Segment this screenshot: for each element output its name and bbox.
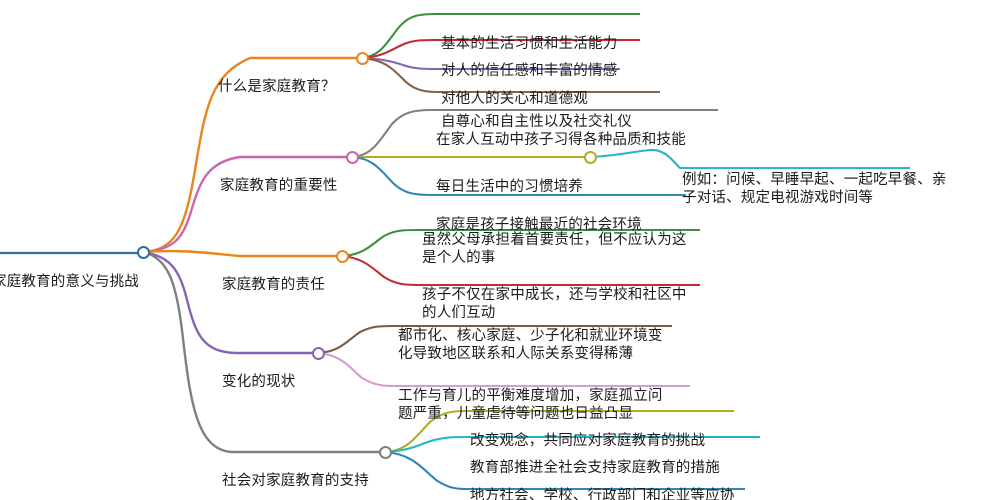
leaf-node-b1-c2[interactable]: 对人的信任感和丰富的情感 xyxy=(441,21,617,121)
leaf-node-b3-c1[interactable]: 虽然父母承担着首要责任，但不应认为这 是个人的事 xyxy=(422,190,687,309)
leaf-node-b2-c2-sub1[interactable]: 例如：问候、早睡早起、一起吃早餐、亲 子对话、规定电视游戏时间等 xyxy=(682,130,947,249)
branch-node-3-label: 家庭教育的责任 xyxy=(222,276,325,293)
leaf-node-b5-c1-label: 改变观念，共同应对家庭教育的挑战 xyxy=(470,432,706,449)
leaf-node-b4-c2-label: 工作与育儿的平衡难度增加，家庭孤立问 题严重，儿童虐待等问题也日益凸显 xyxy=(398,387,663,423)
leaf-node-b2-c2[interactable]: 每日生活中的习惯培养 xyxy=(436,137,583,237)
leaf-node-b2-c1[interactable]: 在家人互动中孩子习得各种品质和技能 xyxy=(436,90,686,190)
branch-node-1-dot[interactable] xyxy=(356,52,369,65)
leaf-node-b5-c1[interactable]: 改变观念，共同应对家庭教育的挑战 xyxy=(470,391,705,491)
leaf-node-b4-c1[interactable]: 都市化、核心家庭、少子化和就业环境变 化导致地区联系和人际关系变得稀薄 xyxy=(398,286,663,405)
branch-node-4[interactable]: 变化的现状 xyxy=(222,332,296,432)
leaf-node-b3-c2-label: 孩子不仅在家中成长，还与学校和社区中 的人们互动 xyxy=(422,286,687,322)
root-node-dot[interactable] xyxy=(137,246,150,259)
leaf-node-b1-c3-label: 对他人的关心和道德观 xyxy=(441,90,588,107)
branch-node-2-dot[interactable] xyxy=(346,151,359,164)
leaf-node-b1-c1-label: 基本的生活习惯和生活能力 xyxy=(441,35,618,52)
leaf-node-b4-c1-label: 都市化、核心家庭、少子化和就业环境变 化导致地区联系和人际关系变得稀薄 xyxy=(398,327,663,363)
leaf-node-b5-c3-label: 地方社会、学校、行政部门和企业等应协 作，成为家庭教育的支持力量 xyxy=(470,487,735,500)
leaf-node-b5-c2[interactable]: 教育部推进全社会支持家庭教育的措施 xyxy=(470,418,720,500)
leaf-node-b5-c2-label: 教育部推进全社会支持家庭教育的措施 xyxy=(470,459,720,476)
branch-node-2[interactable]: 家庭教育的重要性 xyxy=(220,136,338,236)
leaf-node-b1-c4[interactable]: 自尊心和自主性以及社交礼仪 xyxy=(441,72,632,172)
leaf-node-b5-c3[interactable]: 地方社会、学校、行政部门和企业等应协 作，成为家庭教育的支持力量 xyxy=(470,446,735,500)
branch-node-1-label: 什么是家庭教育？ xyxy=(218,78,336,95)
branch-node-1[interactable]: 什么是家庭教育？ xyxy=(218,37,336,137)
sub-node-b2-c2-dot[interactable] xyxy=(584,151,597,164)
branch-node-3[interactable]: 家庭教育的责任 xyxy=(222,235,325,335)
leaf-node-b2-c2-sub1-label: 例如：问候、早睡早起、一起吃早餐、亲 子对话、规定电视游戏时间等 xyxy=(682,171,947,207)
branch-node-5[interactable]: 社会对家庭教育的支持 xyxy=(222,431,369,500)
branch-node-5-dot[interactable] xyxy=(379,446,392,459)
leaf-node-b2-c2-label: 每日生活中的习惯培养 xyxy=(436,178,583,195)
branch-node-5-label: 社会对家庭教育的支持 xyxy=(222,472,369,489)
leaf-node-b1-c4-label: 自尊心和自主性以及社交礼仪 xyxy=(441,113,633,130)
branch-node-4-label: 变化的现状 xyxy=(222,373,296,390)
branch-node-3-dot[interactable] xyxy=(336,250,349,263)
leaf-node-b2-c1-label: 在家人互动中孩子习得各种品质和技能 xyxy=(436,131,686,148)
branch-node-2-label: 家庭教育的重要性 xyxy=(220,177,338,194)
leaf-node-b4-c2[interactable]: 工作与育儿的平衡难度增加，家庭孤立问 题严重，儿童虐待等问题也日益凸显 xyxy=(398,346,663,465)
root-node[interactable]: 家庭教育的意义与挑战 xyxy=(0,232,142,332)
leaf-node-b1-c2-label: 对人的信任感和丰富的情感 xyxy=(441,62,618,79)
leaf-node-b3-c2[interactable]: 孩子不仅在家中成长，还与学校和社区中 的人们互动 xyxy=(422,245,687,364)
leaf-node-b1-c3[interactable]: 对他人的关心和道德观 xyxy=(441,49,588,149)
leaf-node-b2-c3-label: 家庭是孩子接触最近的社会环境 xyxy=(436,216,642,233)
leaf-node-b3-c1-label: 虽然父母承担着首要责任，但不应认为这 是个人的事 xyxy=(422,231,687,267)
branch-node-4-dot[interactable] xyxy=(312,347,325,360)
leaf-node-b1-c1[interactable]: 基本的生活习惯和生活能力 xyxy=(441,0,617,94)
leaf-node-b2-c3[interactable]: 家庭是孩子接触最近的社会环境 xyxy=(436,175,642,275)
root-node-label: 家庭教育的意义与挑战 xyxy=(0,273,139,290)
